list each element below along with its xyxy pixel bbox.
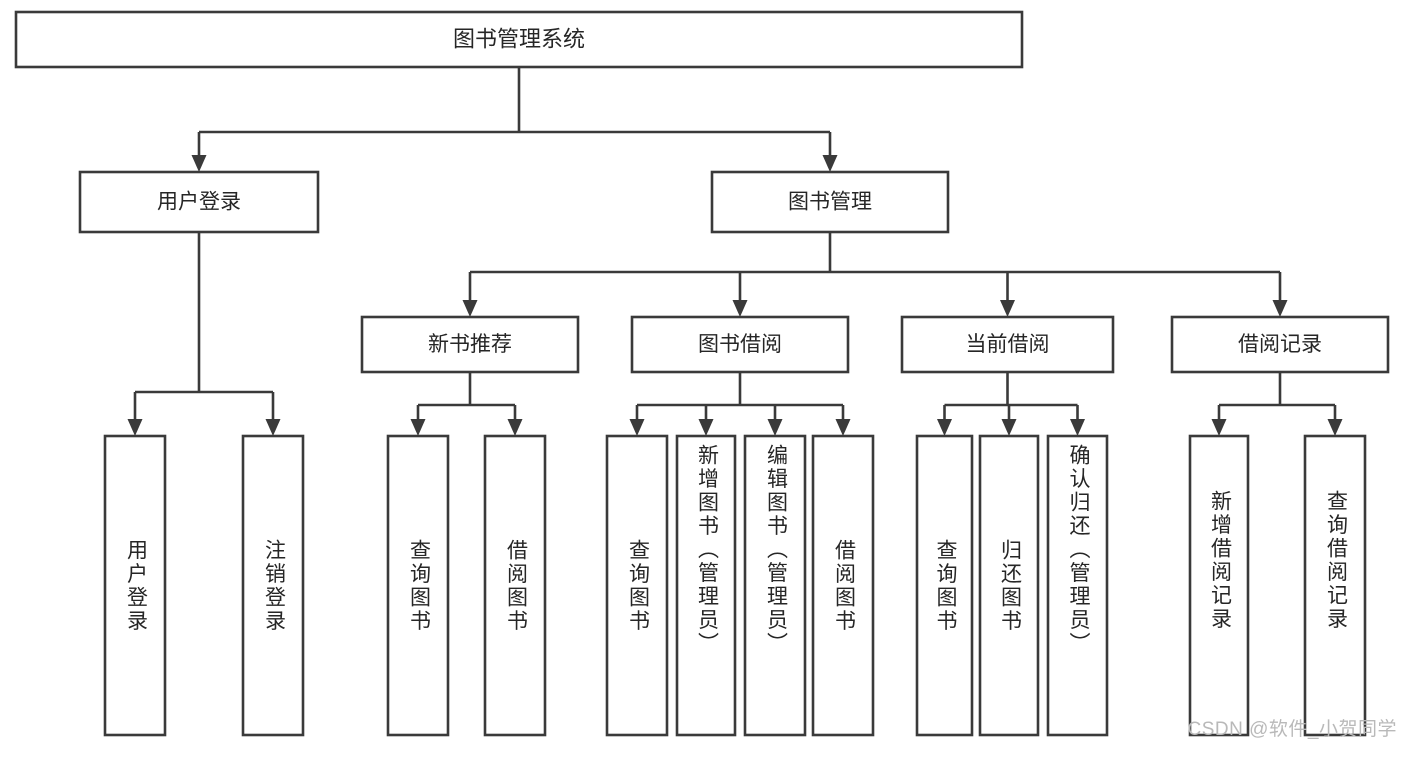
node-box-borrow-record[interactable] bbox=[1170, 315, 1390, 374]
arrow-head-icon-leaf-user-login bbox=[127, 419, 143, 436]
node-box-leaf-confirm-return[interactable] bbox=[1046, 434, 1109, 737]
node-label-book-borrow: 图书借阅 bbox=[698, 333, 782, 356]
node-box-leaf-add-borrow-record[interactable] bbox=[1188, 434, 1250, 737]
node-label-user-login: 用户登录 bbox=[157, 191, 241, 214]
arrow-head-icon-leaf-edit-book bbox=[767, 419, 783, 436]
arrow-head-icon-leaf-borrow-book-recommend bbox=[507, 419, 523, 436]
node-box-leaf-logout[interactable] bbox=[241, 434, 305, 737]
node-box-leaf-query-borrow-record[interactable] bbox=[1303, 434, 1367, 737]
arrow-head-icon-leaf-query-book-borrow bbox=[629, 419, 645, 436]
node-box-book-borrow[interactable] bbox=[630, 315, 850, 374]
arrow-head-icon-new-book-recommend bbox=[462, 300, 478, 317]
arrow-head-icon-leaf-return-book bbox=[1001, 419, 1017, 436]
node-label-borrow-record: 借阅记录 bbox=[1238, 333, 1322, 356]
node-box-leaf-query-book-current[interactable] bbox=[915, 434, 974, 737]
node-box-leaf-query-book-recommend[interactable] bbox=[386, 434, 450, 737]
boxes-layer bbox=[14, 10, 1390, 737]
node-box-leaf-borrow-book[interactable] bbox=[811, 434, 875, 737]
arrow-head-icon-current-borrow bbox=[1000, 300, 1015, 317]
arrow-head-icon-leaf-logout bbox=[265, 419, 281, 436]
arrow-head-icon-leaf-borrow-book bbox=[835, 419, 851, 436]
node-label-new-book-recommend: 新书推荐 bbox=[428, 333, 512, 356]
node-box-book-manage[interactable] bbox=[710, 170, 950, 234]
node-box-current-borrow[interactable] bbox=[900, 315, 1115, 374]
node-label-book-manage: 图书管理 bbox=[788, 191, 872, 214]
node-box-leaf-user-login[interactable] bbox=[103, 434, 167, 737]
arrow-head-icon-leaf-add-borrow-record bbox=[1211, 419, 1227, 436]
node-box-leaf-add-book[interactable] bbox=[675, 434, 737, 737]
arrow-head-icon-borrow-record bbox=[1272, 300, 1288, 317]
node-box-leaf-query-book-borrow[interactable] bbox=[605, 434, 669, 737]
flowchart-diagram: 图书管理系统用户登录图书管理新书推荐图书借阅当前借阅借阅记录 用户登录注销登录查… bbox=[14, 10, 1396, 740]
arrow-head-icon-leaf-confirm-return bbox=[1070, 419, 1085, 436]
arrow-head-icon-leaf-query-borrow-record bbox=[1327, 419, 1343, 436]
node-label-root: 图书管理系统 bbox=[453, 26, 585, 51]
arrow-head-icon-book-manage bbox=[822, 155, 838, 172]
arrow-head-icon-leaf-query-book-current bbox=[937, 419, 952, 436]
node-label-current-borrow: 当前借阅 bbox=[966, 333, 1050, 356]
node-box-new-book-recommend[interactable] bbox=[360, 315, 580, 374]
connectors-layer bbox=[127, 67, 1343, 436]
node-box-user-login[interactable] bbox=[78, 170, 320, 234]
node-box-leaf-borrow-book-recommend[interactable] bbox=[483, 434, 547, 737]
arrow-head-icon-user-login bbox=[191, 155, 207, 172]
node-box-root[interactable] bbox=[14, 10, 1024, 69]
node-box-leaf-return-book[interactable] bbox=[978, 434, 1040, 737]
arrow-head-icon-book-borrow bbox=[732, 300, 748, 317]
arrow-head-icon-leaf-query-book-recommend bbox=[410, 419, 426, 436]
node-box-leaf-edit-book[interactable] bbox=[743, 434, 807, 737]
arrow-head-icon-leaf-add-book bbox=[698, 419, 714, 436]
